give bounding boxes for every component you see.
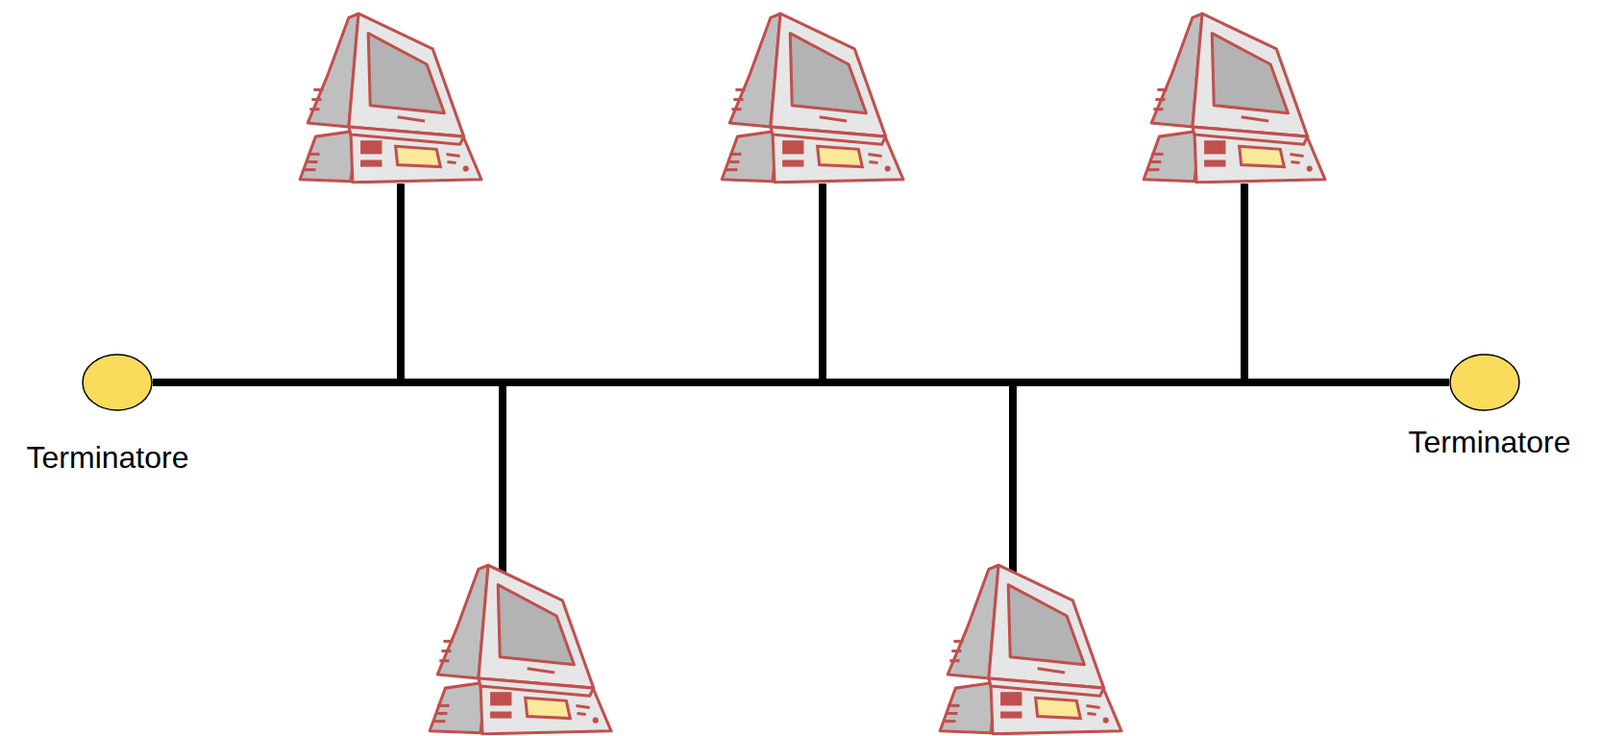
computer-icon [429,565,612,735]
drop-cable [1240,183,1249,387]
terminator-label: Terminatore [1408,426,1572,458]
computer-icon [299,13,482,183]
drop-cable [498,378,507,582]
terminator-shape [1450,354,1520,411]
drop-cable [818,183,827,387]
bus-terminator: Terminatore [81,353,153,412]
drop-cable [396,183,405,387]
terminator-ellipse [1449,353,1521,412]
terminator-shape [82,354,152,411]
bus-cable [152,378,1450,387]
computer-icon [939,565,1122,735]
computer-icon [1143,13,1326,183]
computer-icon [721,13,904,183]
terminator-label: Terminatore [26,442,190,473]
terminator-ellipse [81,353,153,412]
bus-terminator: Terminatore [1449,353,1521,412]
drop-cable [1009,378,1017,582]
